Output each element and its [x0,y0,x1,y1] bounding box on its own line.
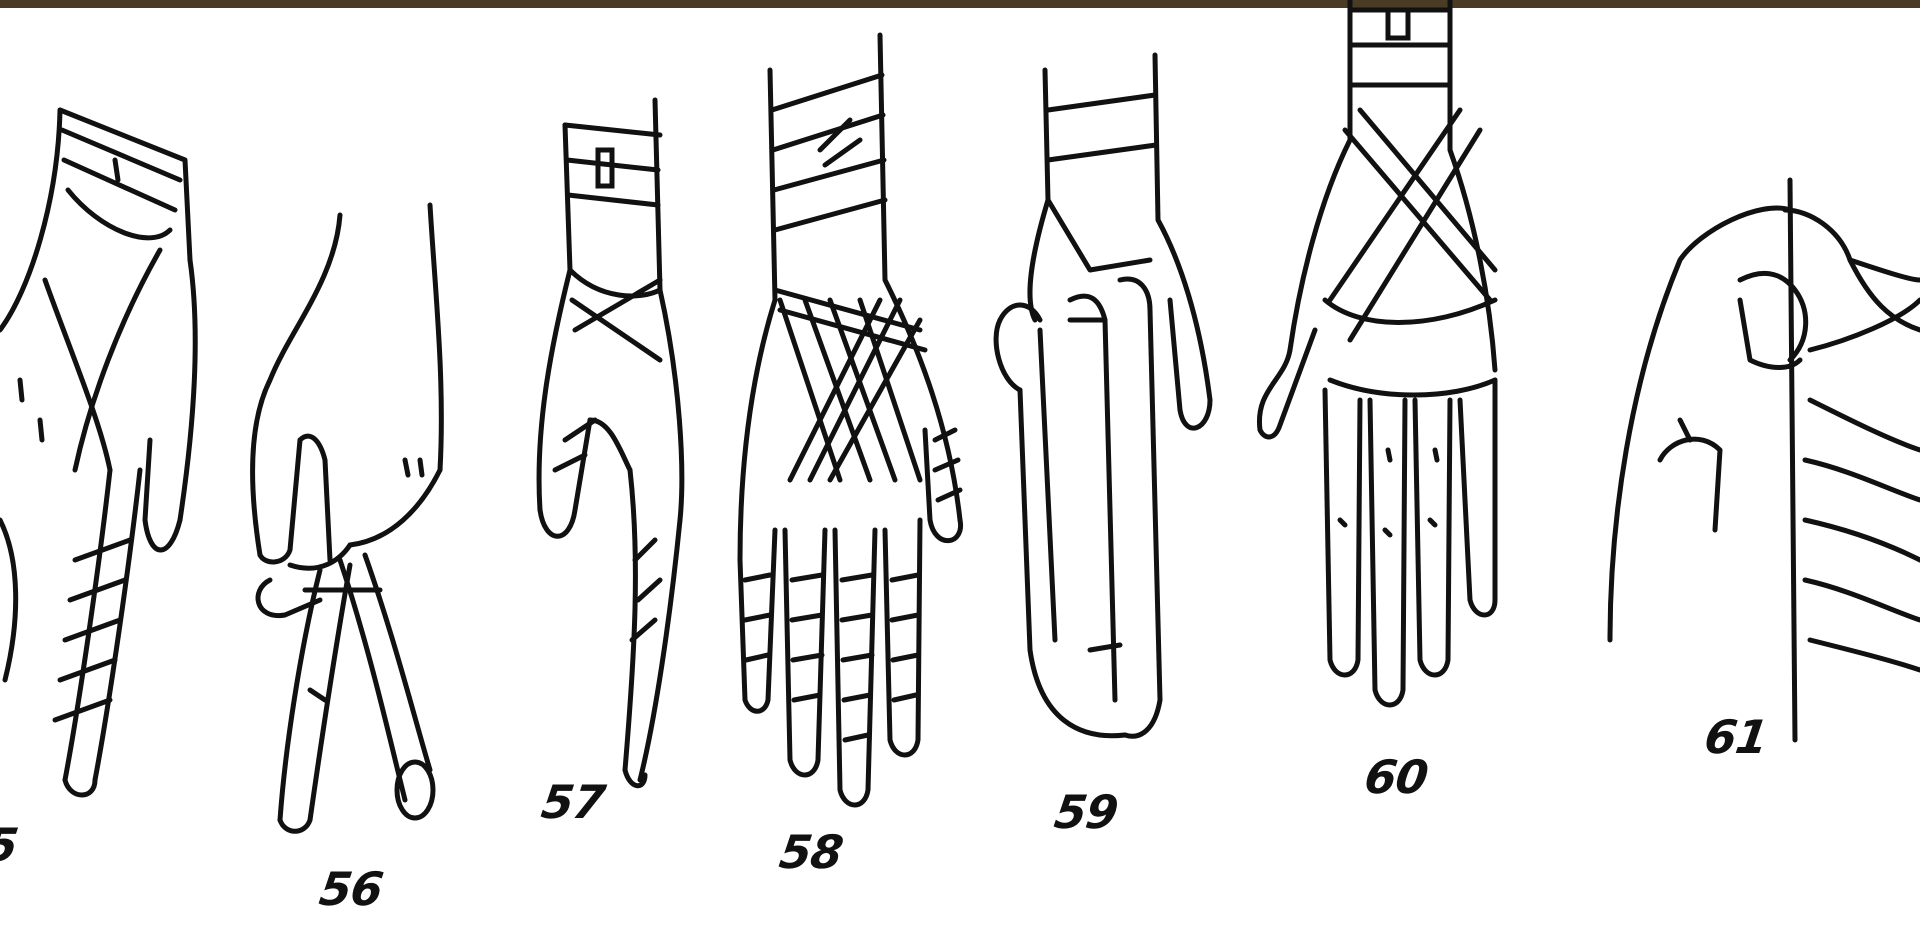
glove-bandage-all-fingers-icon [720,0,980,925]
figure-59: 59 [970,0,1230,925]
figure-61-label: 61 [1701,710,1771,764]
figure-59-label: 59 [1051,785,1121,839]
shoulder-spica-bandage-icon [1610,0,1920,925]
figure-58-label: 58 [776,825,846,879]
figure-60: 60 [1240,0,1520,925]
figure-60-label: 60 [1361,750,1431,804]
bandaged-two-fingers-hand-icon [0,0,200,925]
finger-crossed-bandage-icon [230,0,470,925]
figure-58: 58 [720,0,980,925]
figure-56-label: 56 [316,862,386,916]
figure-57-label: 57 [538,775,608,829]
figure-55: 5 [0,0,200,925]
figure-61: 61 [1610,0,1920,925]
figure-56: 56 [230,0,470,925]
figure-57: 57 [520,0,720,925]
